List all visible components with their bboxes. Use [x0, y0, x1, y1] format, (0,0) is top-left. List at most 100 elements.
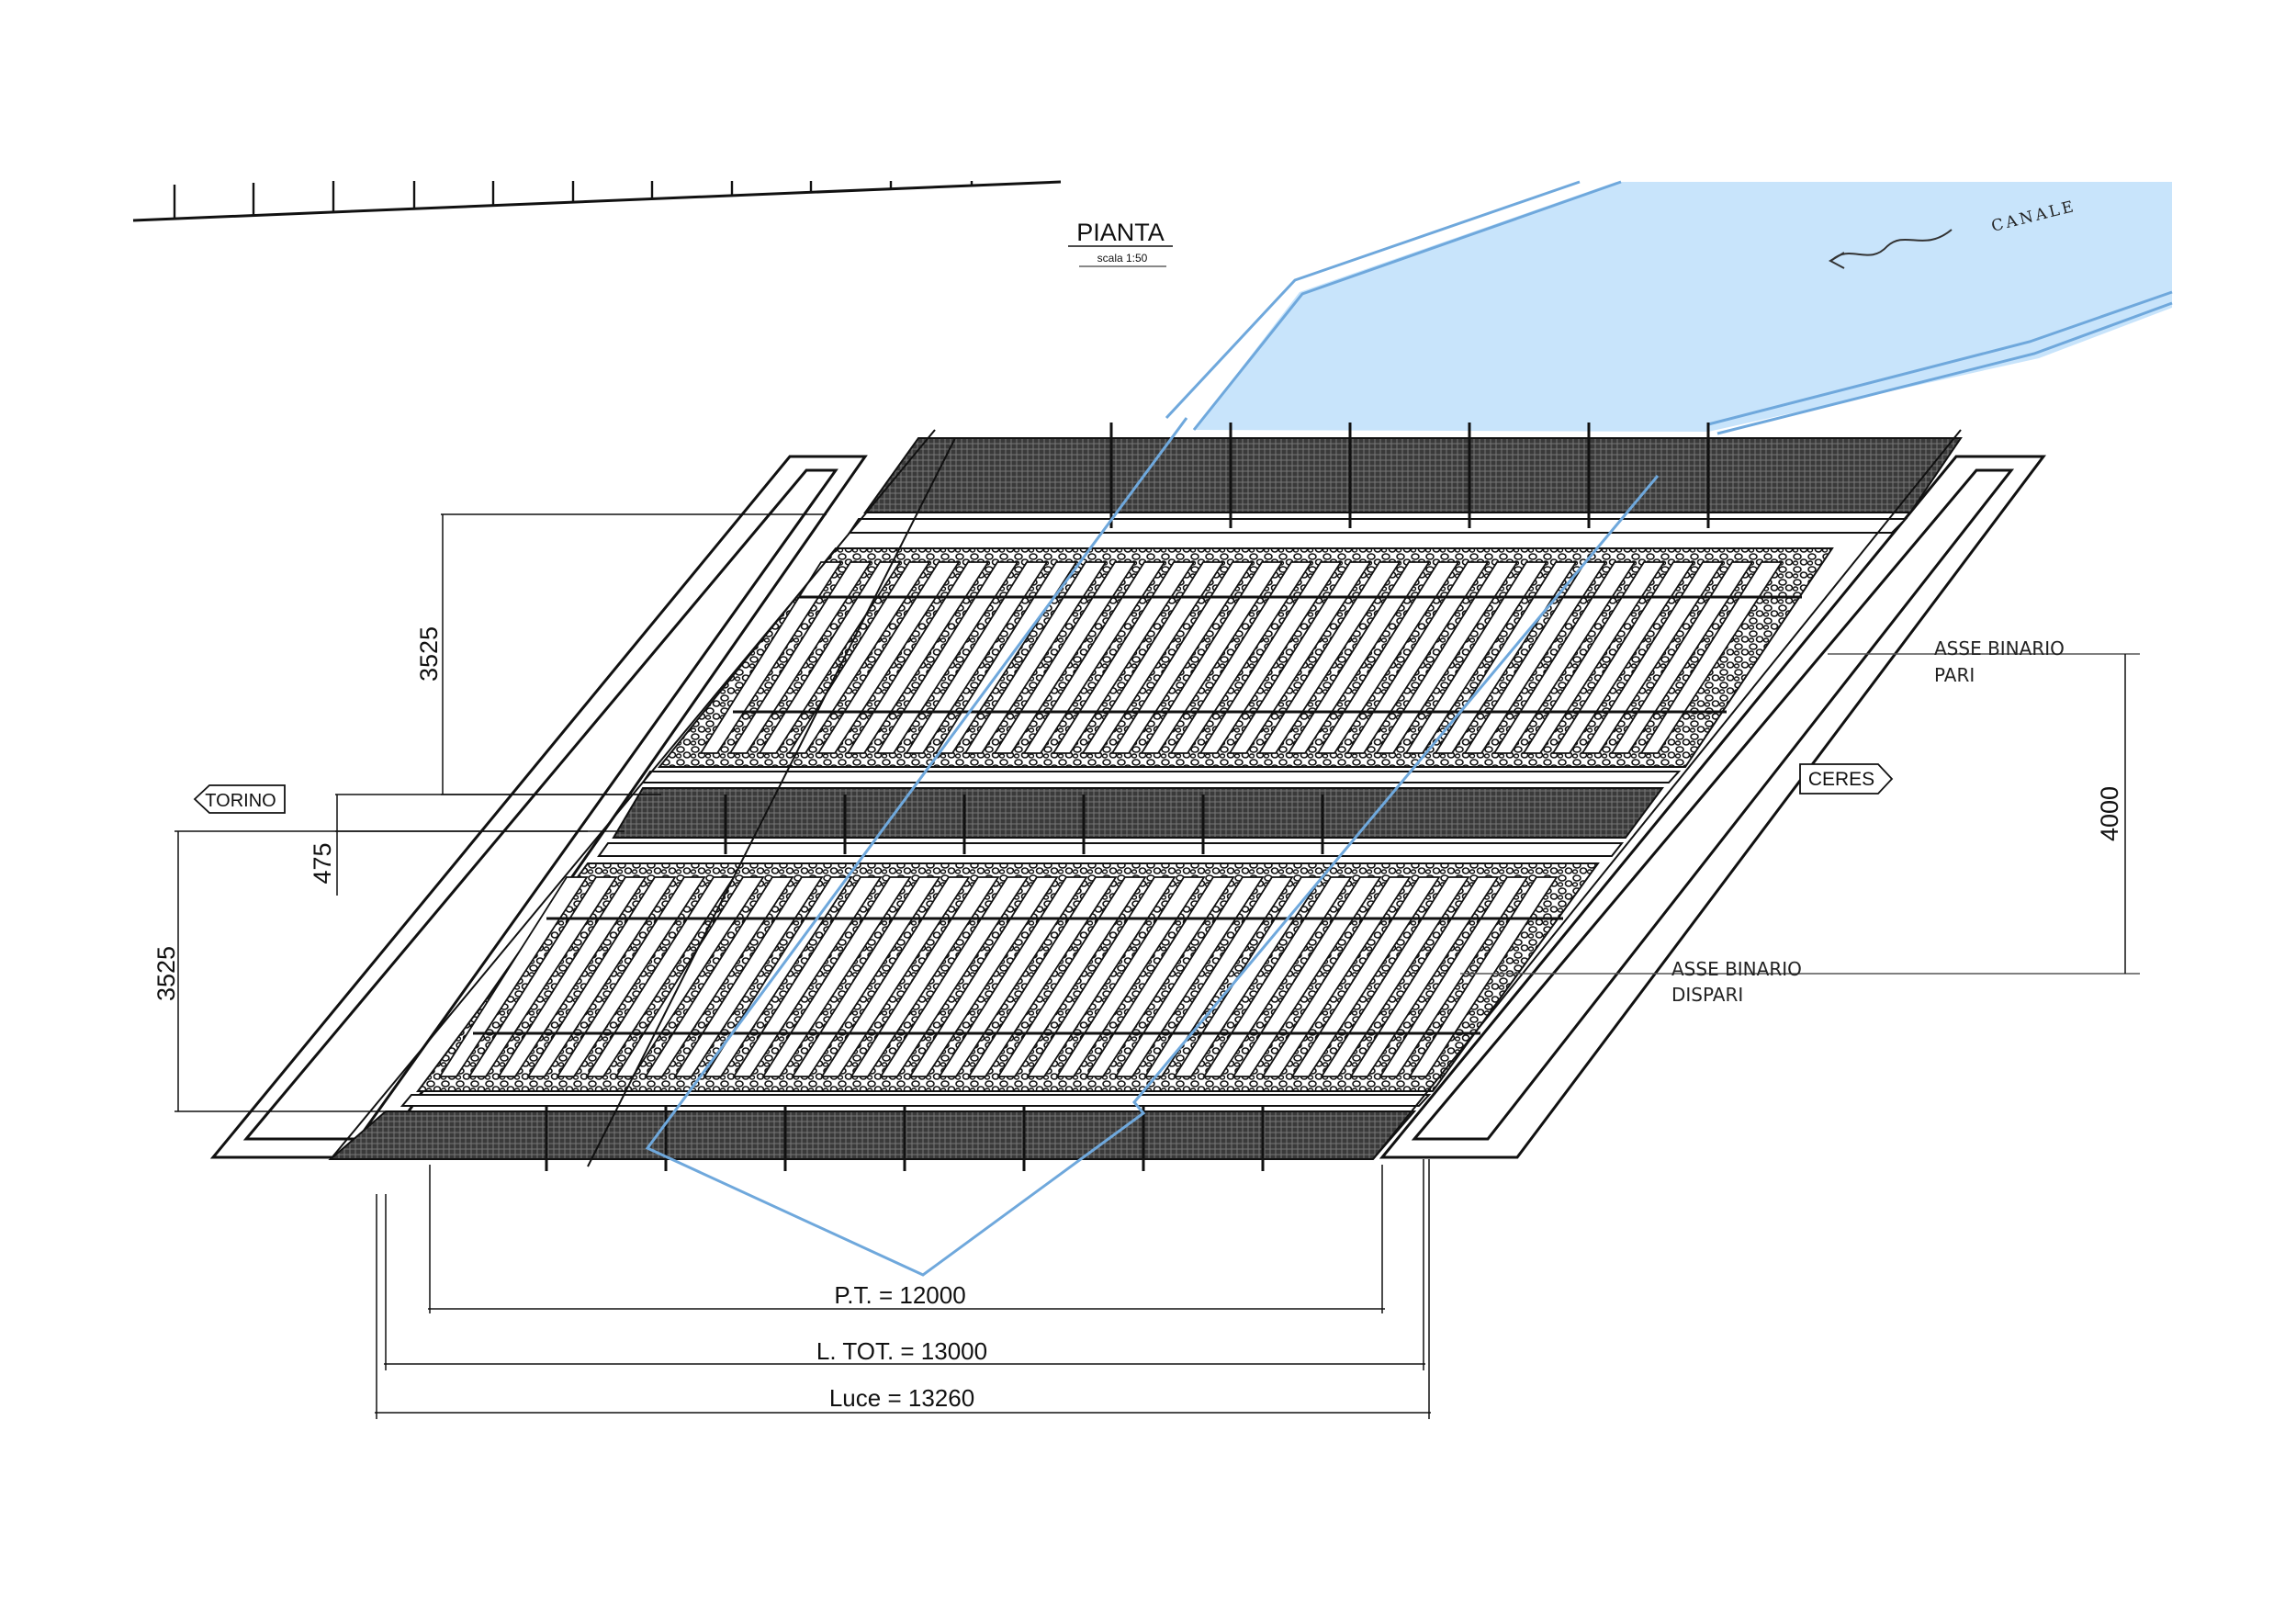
sleeper — [850, 876, 1000, 1077]
sleeper — [1408, 876, 1559, 1077]
sleeper — [732, 876, 883, 1077]
walkway-top — [863, 437, 1963, 513]
terrain-profile — [132, 180, 1062, 222]
railing-posts — [545, 423, 1710, 1171]
sleeper — [1610, 561, 1754, 754]
sleeper — [1379, 876, 1529, 1077]
sleeper — [728, 561, 872, 754]
sleeper — [644, 876, 794, 1077]
sleeper — [993, 561, 1137, 754]
sleeper — [816, 561, 961, 754]
sleeper — [996, 876, 1147, 1077]
skew-reference-lines — [645, 417, 1660, 1277]
sleeper — [905, 561, 1049, 754]
sleeper — [963, 561, 1108, 754]
sleeper — [1463, 561, 1607, 754]
rails — [473, 595, 1802, 1035]
sleeper — [438, 876, 589, 1077]
scale-label: scala 1:50 — [1097, 252, 1148, 265]
sleeper — [791, 876, 941, 1077]
sleeper — [1169, 561, 1313, 754]
sleeper — [1492, 561, 1637, 754]
sleeper — [820, 876, 971, 1077]
direction-torino: TORINO — [193, 784, 286, 814]
sleeper — [1173, 876, 1323, 1077]
sleepers-lower — [438, 876, 1559, 1077]
title-block: PIANTA scala 1:50 — [1068, 219, 1173, 267]
sleeper — [1551, 561, 1695, 754]
sleeper — [1143, 876, 1294, 1077]
sleeper — [1110, 561, 1255, 754]
dim-upper-track-value: 3525 — [415, 626, 443, 682]
dim-gap-value: 475 — [309, 842, 336, 884]
sleeper — [1232, 876, 1382, 1077]
dim-lower-track — [174, 830, 588, 1112]
sleeper — [1290, 876, 1441, 1077]
canal-bank-lower — [1716, 301, 2173, 435]
dim-lower-track-value: 3525 — [152, 946, 180, 1001]
sleeper — [1199, 561, 1343, 754]
dim-luce-label: Luce = 13260 — [829, 1384, 974, 1412]
sleeper — [1085, 876, 1235, 1077]
direction-ceres-label: CERES — [1808, 769, 1874, 790]
direction-ceres: CERES — [1799, 763, 1894, 795]
page-title: PIANTA — [1076, 219, 1165, 246]
canal-edge-outer — [1165, 180, 1581, 420]
sleeper — [585, 876, 736, 1077]
sleeper — [938, 876, 1088, 1077]
sleeper — [1316, 561, 1460, 754]
sleeper — [1228, 561, 1372, 754]
canal: CANALE — [1165, 180, 2173, 435]
axis-pari: ASSE BINARIO PARI — [1828, 637, 2140, 686]
sleeper — [875, 561, 1019, 754]
dim-ltot-label: L. TOT. = 13000 — [816, 1337, 987, 1365]
sleeper — [1257, 561, 1401, 754]
dim-bottom-lines — [375, 1159, 1431, 1419]
axis-pari-label-2: PARI — [1934, 664, 1975, 686]
sleeper — [1320, 876, 1470, 1077]
axis-pari-label-1: ASSE BINARIO — [1934, 637, 2065, 659]
sleeper — [1114, 876, 1265, 1077]
sleeper — [673, 876, 824, 1077]
sleeper — [1055, 876, 1206, 1077]
sleeper — [1026, 876, 1176, 1077]
direction-torino-label: TORINO — [205, 791, 276, 811]
arrow-right-icon — [1799, 763, 1894, 795]
sleeper — [699, 561, 843, 754]
sleeper — [467, 876, 618, 1077]
arrow-left-icon — [193, 784, 286, 814]
sleeper — [1639, 561, 1784, 754]
sleeper — [1022, 561, 1166, 754]
sleeper — [1581, 561, 1725, 754]
sleeper — [934, 561, 1078, 754]
sleeper — [1140, 561, 1284, 754]
abutment-right — [1379, 455, 2047, 1159]
walkway-middle — [612, 787, 1664, 839]
sleeper — [846, 561, 990, 754]
sleeper — [1287, 561, 1431, 754]
sleeper — [908, 876, 1059, 1077]
flow-arrow-icon — [1828, 229, 1953, 269]
axis-dispari-label-1: ASSE BINARIO — [1671, 958, 1802, 980]
sleeper — [1081, 561, 1225, 754]
axis-dispari: ASSE BINARIO DISPARI — [1460, 958, 2140, 1006]
sleeper — [967, 876, 1118, 1077]
sleeper — [1404, 561, 1548, 754]
sleeper — [1375, 561, 1519, 754]
dim-pt-label: P.T. = 12000 — [834, 1281, 965, 1309]
sleeper — [879, 876, 1030, 1077]
canal-bank-lower-2 — [1707, 290, 2173, 426]
sleeper — [1349, 876, 1500, 1077]
sleeper — [1202, 876, 1353, 1077]
sleepers-upper — [699, 561, 1784, 754]
walkway-bottom — [328, 1110, 1417, 1160]
sleeper — [703, 876, 853, 1077]
axis-dispari-label-2: DISPARI — [1671, 984, 1743, 1006]
sleeper — [1522, 561, 1666, 754]
sleeper — [761, 876, 912, 1077]
sleeper — [1052, 561, 1196, 754]
sleeper — [526, 876, 677, 1077]
canal-edge-inner — [1192, 180, 1622, 431]
dim-interaxis-value: 4000 — [2096, 786, 2123, 841]
